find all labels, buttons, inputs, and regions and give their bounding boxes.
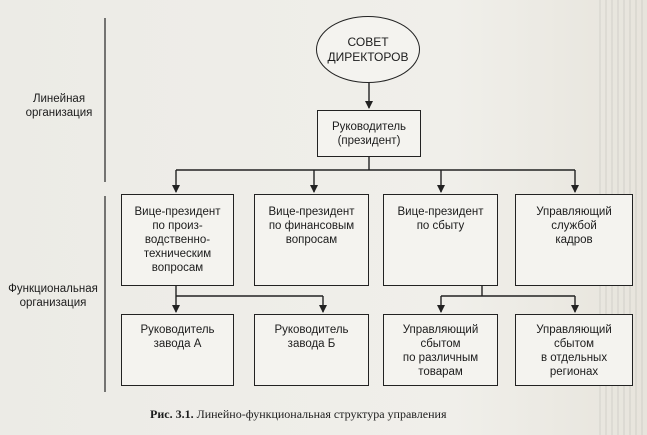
node-vp-sales: Вице-президент по сбыту: [383, 194, 498, 286]
node-board-of-directors: СОВЕТ ДИРЕКТОРОВ: [316, 16, 420, 83]
node-vp-production: Вице-президент по произ- водственно- тех…: [121, 194, 234, 286]
figure-caption-text: Линейно-функциональная структура управле…: [196, 407, 447, 421]
node-plant-a-manager: Руководитель завода А: [121, 314, 234, 386]
figure-number: Рис. 3.1.: [150, 407, 194, 421]
label-linear-organization: Линейная организация: [25, 93, 93, 119]
node-president: Руководитель (президент): [317, 110, 421, 157]
node-sales-by-regions-manager: Управляющий сбытом в отдельных регионах: [515, 314, 633, 386]
node-hr-manager: Управляющий службой кадров: [515, 194, 633, 286]
node-plant-b-manager: Руководитель завода Б: [254, 314, 369, 386]
figure-caption: Рис. 3.1. Линейно-функциональная структу…: [150, 407, 446, 422]
node-vp-finance: Вице-президент по финансовым вопросам: [254, 194, 369, 286]
node-sales-by-goods-manager: Управляющий сбытом по различным товарам: [383, 314, 498, 386]
label-functional-organization: Функциональная организация: [8, 283, 98, 309]
